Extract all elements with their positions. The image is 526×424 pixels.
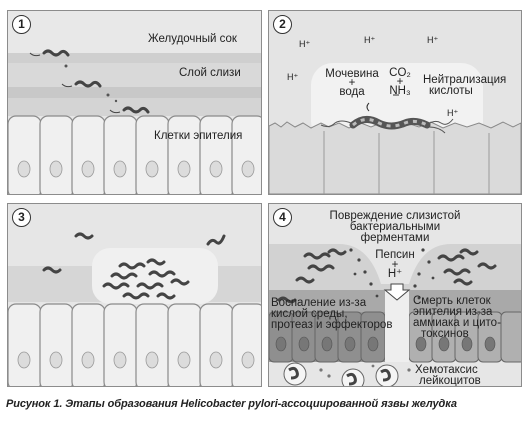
panel-2-illustration bbox=[269, 11, 521, 194]
panel-1-illustration bbox=[8, 11, 261, 194]
panel-1: 1 Желудочный сок Слой слизи Клетки эпите… bbox=[7, 10, 262, 195]
cell-death-line-2: эпителия из-за bbox=[413, 306, 493, 318]
plus-sign-2: + bbox=[396, 76, 404, 88]
gastric-juice-label: Желудочный сок bbox=[148, 33, 237, 45]
mucus-layer-label: Слой слизи bbox=[179, 67, 241, 79]
damaged-epithelium bbox=[408, 311, 521, 363]
acid-neutralization-line-1: Нейтрализация bbox=[423, 74, 507, 86]
mucosal-damage-line-1: Повреждение слизистой bbox=[329, 210, 461, 222]
figure-caption: Рисунок 1. Этапы образования Helicobacte… bbox=[6, 398, 457, 410]
leukocytes bbox=[283, 362, 399, 386]
bacteria bbox=[42, 49, 150, 114]
panel-3-illustration bbox=[8, 204, 261, 386]
ulcer-crater bbox=[385, 290, 409, 362]
inflammation-line-1: Воспаление из-за bbox=[271, 297, 367, 309]
bacteria-colony bbox=[42, 232, 226, 300]
urea-label: Мочевина bbox=[325, 68, 379, 80]
pepsin-label: Пепсин bbox=[375, 249, 415, 261]
h-plus-label-2: H⁺ bbox=[364, 35, 376, 45]
cell-death-line-3: аммиака и цито- bbox=[413, 317, 501, 329]
epithelial-cells bbox=[8, 303, 261, 386]
h-plus-label-3: H⁺ bbox=[427, 35, 439, 45]
step-number-4: 4 bbox=[273, 208, 292, 227]
h-plus-label-1: H⁺ bbox=[299, 39, 311, 49]
h-plus-label: H⁺ bbox=[387, 268, 403, 280]
bacterium-large bbox=[320, 116, 454, 134]
cell-death-line-4: токсинов bbox=[421, 328, 469, 340]
step-number-2: 2 bbox=[273, 15, 292, 34]
cell-death-line-1: Смерть клеток bbox=[413, 295, 491, 307]
step-number-1: 1 bbox=[12, 15, 31, 34]
epithelial-cells-label: Клетки эпителия bbox=[154, 130, 243, 142]
mucosal-damage-line-3: ферментами bbox=[360, 232, 430, 244]
co2-label: CO₂ bbox=[389, 67, 411, 79]
inflammation-line-2: кислой среды, bbox=[271, 308, 348, 320]
h-plus-label-5: H⁺ bbox=[447, 108, 459, 118]
plus-sign: + bbox=[391, 259, 399, 271]
panel-4: 4 Повреждение слизистой бактериальными ф… bbox=[268, 203, 522, 387]
acid-neutralization-line-2: кислоты bbox=[429, 85, 473, 97]
bacteria bbox=[277, 248, 497, 304]
panel-3: 3 bbox=[7, 203, 262, 387]
inflammation-line-3: протеаз и эффекторов bbox=[271, 319, 393, 331]
leukocyte-chemotaxis-line-1: Хемотаксис bbox=[415, 364, 478, 376]
step-number-3: 3 bbox=[12, 208, 31, 227]
plus-sign-1: + bbox=[348, 77, 356, 89]
epithelial-cells bbox=[8, 115, 261, 194]
panel-2: 2 H⁺ H⁺ H⁺ H⁺ H⁺ Мочевина + вода CO₂ + N… bbox=[268, 10, 522, 195]
water-label: вода bbox=[339, 86, 365, 98]
mucosal-damage-line-2: бактериальными bbox=[349, 221, 441, 233]
h-plus-label-4: H⁺ bbox=[287, 72, 299, 82]
panel-4-illustration bbox=[269, 204, 521, 386]
down-arrow-icon bbox=[383, 283, 411, 301]
nh3-label: NH₃ bbox=[389, 85, 411, 97]
leukocyte-chemotaxis-line-2: лейкоцитов bbox=[419, 375, 481, 387]
